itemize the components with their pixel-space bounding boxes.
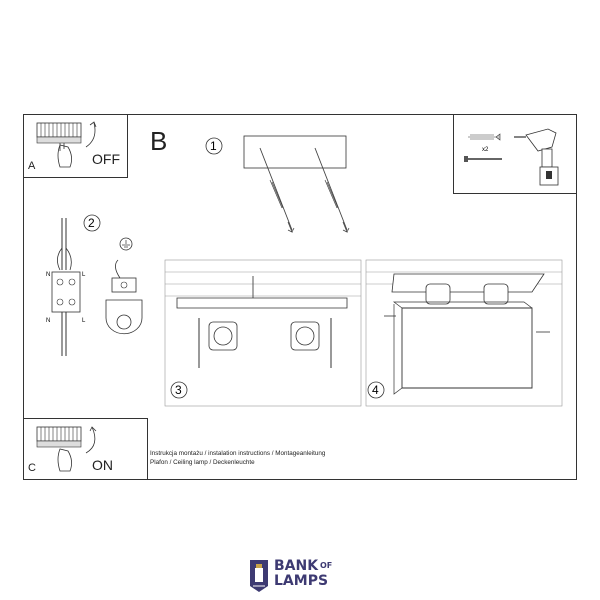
svg-text:N: N (46, 318, 50, 324)
bank-of-lamps-logo (250, 560, 268, 592)
panel-c-switch-on: C ON (23, 418, 148, 480)
wall-plug-icon (468, 133, 501, 141)
switchboard-on-illustration (36, 426, 97, 472)
step-3-panel: 3 (163, 258, 363, 408)
panel-c-letter: C (28, 462, 36, 474)
step-4-number: 4 (372, 383, 379, 397)
switchboard-off-illustration (36, 121, 97, 168)
drill-icon (514, 128, 559, 186)
panel-a-switch-off: A OFF (23, 114, 128, 178)
screw-icon (464, 156, 502, 162)
caption-instructions: Instrukcja montażu / instalation instruc… (150, 450, 326, 457)
brand-bank: BANK (274, 558, 319, 574)
step-4-panel: 4 (364, 258, 564, 408)
svg-text:L: L (82, 318, 86, 324)
panel-b-letter: B (150, 126, 168, 156)
instruction-sheet-frame (23, 114, 577, 480)
panel-a-letter: A (28, 160, 36, 172)
hardware-quantity: x2 (482, 147, 489, 153)
panel-a-state-off: OFF (92, 151, 120, 167)
step-3-number: 3 (175, 383, 182, 397)
step-1-number: 1 (210, 139, 217, 153)
step-3-mount-illustration: 3 (164, 259, 362, 407)
caption-product: Plafon / Ceiling lamp / Deckenleuchte (150, 459, 255, 466)
brand-of: OF (320, 561, 333, 570)
hardware-box: x2 (453, 114, 577, 194)
step-1-drill-ceiling-illustration: 1 (205, 135, 350, 233)
ground-icon (119, 237, 133, 251)
step-2-wiring-illustration: 2 N L N L (46, 214, 143, 356)
panel-c-state-on: ON (92, 457, 113, 473)
step-4-attach-housing-illustration: 4 (365, 259, 563, 407)
step-2-number: 2 (88, 216, 95, 230)
hardware-illustration: x2 (464, 128, 559, 186)
brand-lamps: LAMPS (274, 573, 329, 589)
svg-text:L: L (82, 272, 86, 278)
svg-text:N: N (46, 272, 50, 278)
